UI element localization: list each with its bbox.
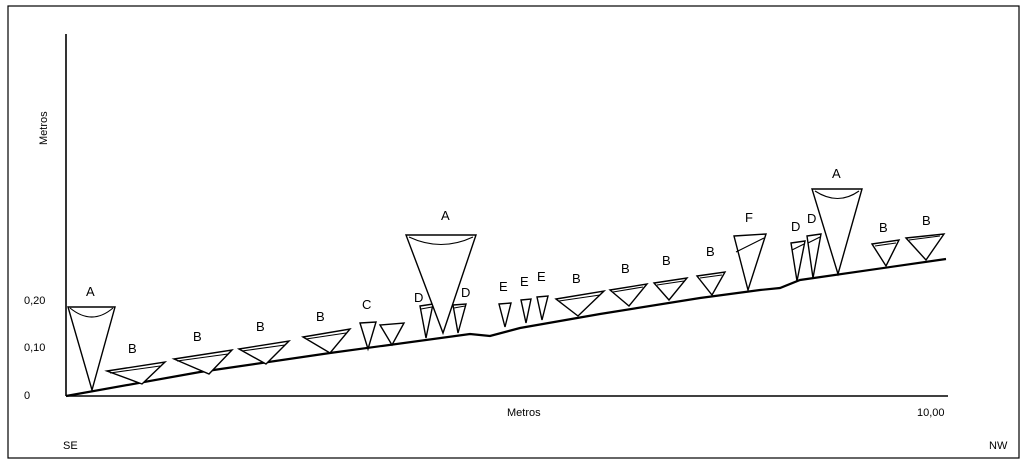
- pit-label: A: [441, 208, 450, 223]
- pit-label: B: [621, 261, 630, 276]
- x-axis-label: Metros: [507, 407, 541, 419]
- pit-D4-rim: [807, 236, 821, 244]
- pit-label: D: [461, 285, 470, 300]
- pit-B7-rim: [656, 280, 685, 286]
- y-tick-020: 0,20: [24, 295, 45, 307]
- pit-B9-rim: [874, 242, 897, 247]
- pit-C1: [359, 321, 377, 352]
- pit-label: A: [86, 284, 95, 299]
- pit-D3-rim: [791, 243, 805, 251]
- pit-label: B: [922, 213, 931, 228]
- y-tick-0: 0: [24, 390, 30, 402]
- pit-E1: [498, 302, 512, 328]
- pit-B1-rim: [109, 365, 161, 374]
- pit-A1: [67, 306, 116, 393]
- pit-D3: [790, 240, 806, 282]
- pit-labels: A B B B B C D D A E E E B B B B F D D A …: [86, 166, 931, 356]
- pit-label: E: [520, 274, 529, 289]
- pit-B10: [904, 233, 946, 262]
- pit-label: C: [362, 297, 371, 312]
- pit-label: B: [128, 341, 137, 356]
- pit-label: E: [537, 269, 546, 284]
- pit-profiles: [67, 188, 946, 393]
- pit-label: A: [832, 166, 841, 181]
- pit-B3-rim: [241, 344, 286, 352]
- figure-frame: [7, 5, 1020, 459]
- pit-label: B: [256, 319, 265, 334]
- pit-label: B: [572, 271, 581, 286]
- pit-label: B: [193, 329, 202, 344]
- pit-E2: [520, 298, 532, 324]
- pit-F-rim: [735, 237, 765, 253]
- pit-A1-rim: [69, 307, 114, 318]
- pit-A2: [404, 234, 477, 336]
- pit-D1: [419, 303, 434, 339]
- pit-label: B: [706, 244, 715, 259]
- pit-B5-rim: [558, 294, 601, 302]
- pit-label: B: [316, 309, 325, 324]
- pit-label: D: [414, 290, 423, 305]
- pit-A3-rim: [814, 190, 860, 200]
- pit-B8-rim: [699, 274, 723, 279]
- pit-B9: [870, 239, 901, 268]
- pit-B2-rim: [176, 353, 229, 362]
- pit-B10-rim: [908, 235, 941, 241]
- pit-D1-rim: [420, 306, 433, 310]
- pit-F: [733, 233, 767, 293]
- y-tick-010: 0,10: [24, 342, 45, 354]
- pit-label: E: [499, 279, 508, 294]
- orientation-left: SE: [63, 440, 78, 452]
- pit-B3: [236, 339, 292, 365]
- pit-label: B: [662, 253, 671, 268]
- pit-A2-rim: [408, 236, 474, 245]
- y-axis-label: Metros: [38, 111, 50, 145]
- pit-C2: [378, 322, 406, 347]
- pit-label: D: [791, 219, 800, 234]
- pit-B7: [652, 277, 689, 302]
- pit-label: B: [879, 220, 888, 235]
- pit-A3: [811, 188, 863, 277]
- pit-B4-rim: [305, 332, 347, 340]
- pit-D4: [806, 233, 822, 279]
- pit-D2: [452, 303, 467, 334]
- pit-E3: [536, 295, 549, 321]
- pit-B6: [608, 283, 649, 307]
- pit-B5: [554, 289, 607, 317]
- orientation-right: NW: [989, 440, 1008, 452]
- pit-label: D: [807, 211, 816, 226]
- pit-B2: [171, 348, 234, 375]
- pit-B4: [301, 327, 352, 354]
- ground-slope-line: [65, 257, 947, 398]
- x-tick-end: 10,00: [917, 407, 945, 419]
- pit-B6-rim: [612, 286, 644, 293]
- pit-D2-rim: [453, 305, 466, 309]
- pit-label: F: [745, 210, 753, 225]
